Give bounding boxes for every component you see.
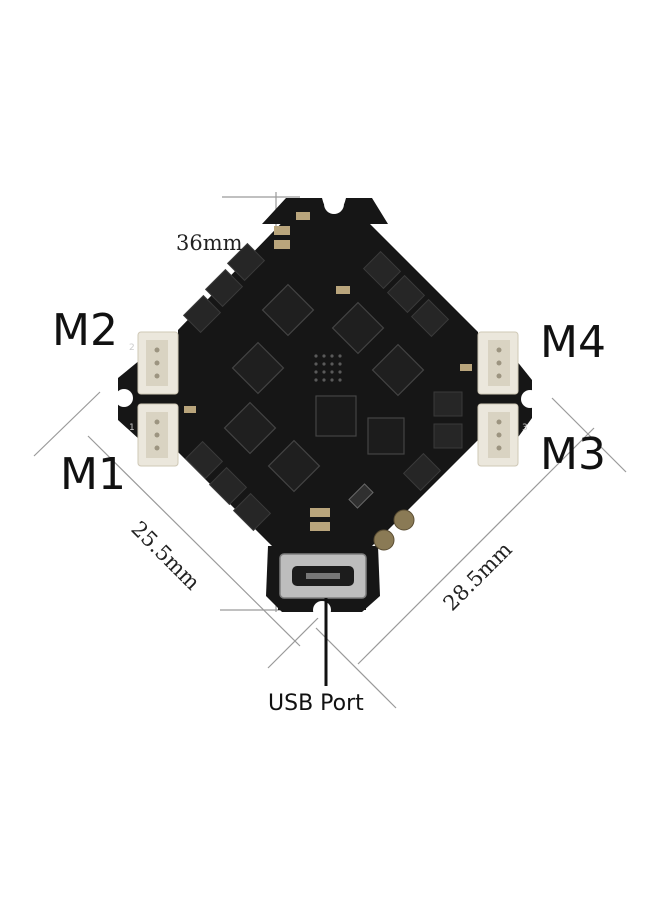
pad-dot xyxy=(330,370,334,374)
connector-pin xyxy=(496,373,502,379)
capacitor xyxy=(310,522,330,531)
mosfet-chip xyxy=(204,268,244,308)
inductor xyxy=(373,529,395,551)
central-ics xyxy=(223,283,425,493)
pad-dot xyxy=(314,362,318,366)
connector-pin xyxy=(154,373,160,379)
mosfet-chip xyxy=(208,466,248,506)
pad-dot xyxy=(314,370,318,374)
ic-chip xyxy=(231,341,285,395)
connector-pin xyxy=(154,419,160,425)
mosfet-chip xyxy=(226,242,266,282)
passives xyxy=(184,212,472,551)
connector-m3 xyxy=(477,403,519,467)
label-dim-right: 28.5mm xyxy=(439,537,517,615)
top-mount-hole xyxy=(324,194,344,214)
label-usb-port: USB Port xyxy=(268,691,364,716)
connector-pin xyxy=(496,445,502,451)
motor-connectors: 2 1 3 xyxy=(129,331,528,467)
mcu-chip xyxy=(315,395,357,437)
usb-port xyxy=(279,553,367,599)
capacitor xyxy=(274,226,290,235)
label-m1: M1 xyxy=(60,449,126,500)
mosfet-chip xyxy=(410,298,450,338)
connector-pin xyxy=(496,419,502,425)
capacitor xyxy=(296,212,310,220)
pin-number-m2: 2 xyxy=(129,343,135,353)
label-dim-left: 25.5mm xyxy=(126,517,204,595)
pad-grid xyxy=(314,354,342,382)
pad-dot xyxy=(322,362,326,366)
pad-dot xyxy=(314,378,318,382)
ic-chip xyxy=(331,301,385,355)
pad-dot xyxy=(330,362,334,366)
connector-m1 xyxy=(137,403,179,467)
pad-dot xyxy=(338,362,342,366)
ic-chip xyxy=(267,439,321,493)
dim-left-tick-top xyxy=(33,391,101,457)
pad-dot xyxy=(314,354,318,358)
pad-dot xyxy=(338,378,342,382)
connector-pin xyxy=(154,445,160,451)
capacitor xyxy=(336,286,350,294)
edge-mosfets xyxy=(182,242,463,532)
pad-dot xyxy=(322,370,326,374)
pad-dot xyxy=(338,370,342,374)
connector-pin xyxy=(496,360,502,366)
pad-dot xyxy=(330,378,334,382)
label-m2: M2 xyxy=(52,305,118,356)
pad-dot xyxy=(322,354,326,358)
mosfet-chip xyxy=(433,391,463,417)
label-dim-top: 36mm xyxy=(176,231,243,255)
mosfet-chip xyxy=(362,250,402,290)
dim-left-line xyxy=(87,435,301,647)
ic-chip xyxy=(261,283,315,337)
mosfet-chip xyxy=(402,452,442,492)
ic-chip xyxy=(367,417,405,455)
pad-dot xyxy=(330,354,334,358)
pcb-top-ear xyxy=(262,198,388,224)
connector-pin xyxy=(496,432,502,438)
capacitor xyxy=(310,508,330,517)
ic-chip xyxy=(371,343,425,397)
connector-pin xyxy=(154,432,160,438)
label-m3: M3 xyxy=(540,429,606,480)
pad-dot xyxy=(338,354,342,358)
pad-dot xyxy=(322,378,326,382)
connector-m4 xyxy=(477,331,519,395)
inductor xyxy=(393,509,415,531)
pin-number-m1: 1 xyxy=(129,423,135,433)
mosfet-chip xyxy=(182,294,222,334)
capacitor xyxy=(184,406,196,413)
dim-right-line xyxy=(357,427,595,665)
capacitor xyxy=(274,240,290,249)
mosfet-chip xyxy=(433,423,463,449)
connector-pin xyxy=(496,347,502,353)
right-mount-hole xyxy=(521,390,539,408)
mosfet-chip xyxy=(232,492,272,532)
pin-number-m3: 3 xyxy=(522,423,528,433)
connector-pin xyxy=(154,360,160,366)
connector-pin xyxy=(154,347,160,353)
resistor xyxy=(348,483,374,509)
label-m4: M4 xyxy=(540,317,606,368)
dim-right-tick-top xyxy=(551,397,627,473)
capacitor xyxy=(460,364,472,371)
bottom-mount-hole xyxy=(313,601,331,619)
usb-connector-tongue xyxy=(306,573,340,579)
mosfet-chip xyxy=(184,440,224,480)
left-mount-hole xyxy=(115,389,133,407)
mosfet-chip xyxy=(386,274,426,314)
dim-right-tick-bottom xyxy=(315,627,397,709)
connector-m2 xyxy=(137,331,179,395)
ic-chip xyxy=(223,401,277,455)
